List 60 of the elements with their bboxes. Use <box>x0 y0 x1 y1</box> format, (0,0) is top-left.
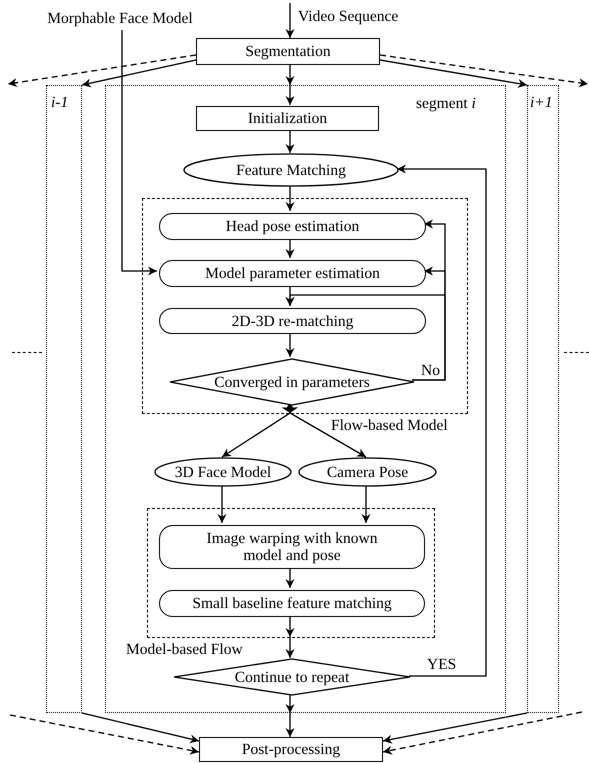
node-label: Small baseline feature matching <box>191 595 393 612</box>
arrow <box>286 694 294 737</box>
node-label: Continue to repeat <box>234 668 350 686</box>
arrow <box>286 65 294 105</box>
dashed-arrow <box>8 54 196 88</box>
decision-diamond <box>174 659 410 695</box>
group-heading: i-1 <box>51 94 68 111</box>
node-label: Initialization <box>246 110 328 127</box>
decision-diamond <box>170 359 414 405</box>
input-label: Video Sequence <box>298 8 398 25</box>
node-label: 2D-3D re-matching <box>230 312 354 330</box>
group-heading: i+1 <box>530 94 553 111</box>
node-label: Image warping with known model and pose <box>206 530 378 564</box>
arrow <box>286 567 294 588</box>
process-box <box>196 106 379 131</box>
arrow <box>222 403 298 458</box>
node-label: Segmentation <box>244 43 332 60</box>
arrow <box>382 712 528 744</box>
node-label: Post-processing <box>240 741 342 758</box>
process-box <box>199 737 383 762</box>
arrow <box>282 403 366 458</box>
process-box <box>196 38 380 65</box>
arrow <box>218 485 226 523</box>
node-label: Morphable Face Model <box>46 10 194 26</box>
group-heading: Model-based Flow <box>126 641 243 658</box>
arrow <box>286 130 294 153</box>
arrow <box>362 485 370 523</box>
node-label: 3D Face Model <box>174 464 272 480</box>
node-label: Converged in parameters <box>213 374 371 390</box>
arrow <box>286 294 446 381</box>
segment-frame <box>46 85 82 713</box>
arrow <box>286 332 294 357</box>
process-box <box>159 525 425 569</box>
node-label: Camera Pose <box>326 464 410 480</box>
data-ellipse <box>184 154 398 186</box>
process-box <box>159 308 426 334</box>
arrow <box>286 238 294 258</box>
dashed-arrow <box>10 714 200 755</box>
node-label: Feature Matching <box>235 162 347 178</box>
arrow <box>397 164 487 677</box>
segment-frame <box>105 85 506 713</box>
arrow <box>82 59 196 88</box>
arrow <box>82 712 200 744</box>
process-box <box>159 260 426 287</box>
process-box <box>159 213 426 240</box>
data-ellipse <box>155 458 291 486</box>
arrow <box>121 30 157 276</box>
node-label: Model parameter estimation <box>204 265 381 282</box>
arrow <box>380 59 528 88</box>
dashed-arrow <box>382 711 582 755</box>
group-heading: Flow-based Model <box>331 417 448 434</box>
dashed-arrow <box>380 54 588 88</box>
data-ellipse <box>299 458 436 486</box>
arrow <box>286 185 294 211</box>
group-heading: segment i <box>416 95 476 112</box>
arrow <box>286 3 294 38</box>
process-box <box>159 590 425 617</box>
node-label: Head pose estimation <box>224 218 360 235</box>
arrow <box>286 615 294 658</box>
segment-frame <box>527 85 559 713</box>
